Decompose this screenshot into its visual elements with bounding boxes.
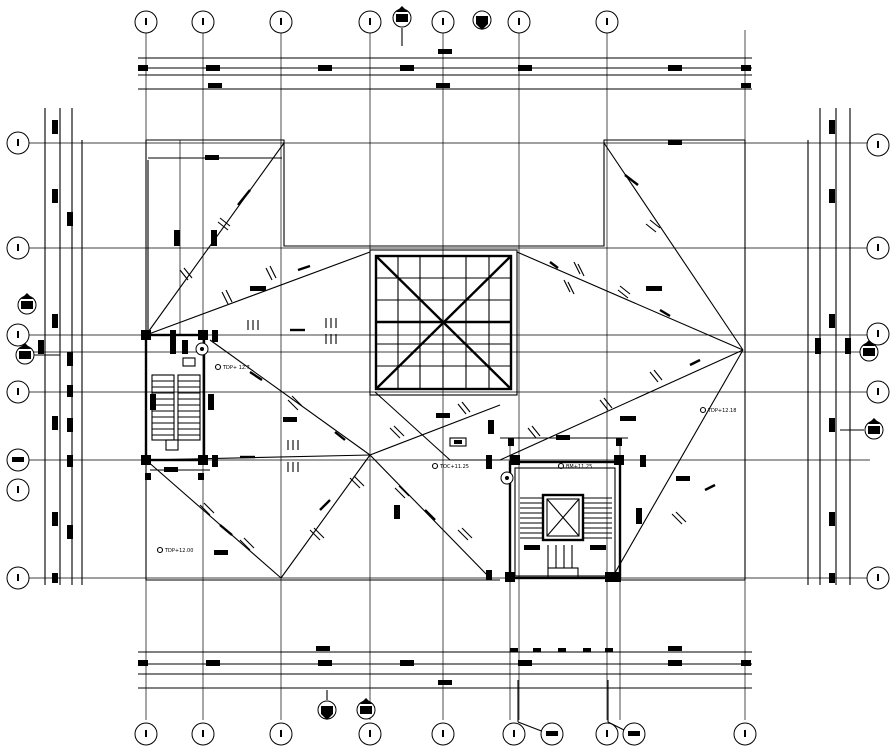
grid-bubbles-left [6,131,30,590]
level-label-tdp-left-lower: TDP+12.00 [164,548,193,554]
slope-hatch-marks [179,217,687,551]
roof-slope-lines [145,142,744,579]
right-lift-core [486,435,629,733]
section-marker-top-2 [472,10,492,30]
left-dimension-lines [38,108,83,585]
roof-outline [145,139,746,581]
grid-bubbles-top [134,10,619,34]
horizontal-grid-lines [28,142,870,579]
slope-arrows [219,174,716,536]
bottom-dimension-lines [138,646,752,689]
level-label-tdp-left-upper: TDP+ 12.7 [222,365,250,371]
section-marker-right-1 [859,340,879,362]
section-marker-left-1 [17,293,37,315]
grid-bubbles-right [866,133,890,590]
left-stair-core [141,330,218,480]
section-marker-left-2 [15,343,60,365]
level-labels: TDP+ 12.7 TDP+12.18 TOC+11.25 BM+11.25 T… [156,363,736,554]
section-marker-top-1 [392,6,412,46]
skylight-pyramid [369,249,518,396]
level-label-tdp-right: TDP+12.18 [707,408,736,414]
level-label-toc-center: TOC+11.25 [439,464,469,470]
level-label-bm-lift: BM+11.25 [566,464,592,470]
section-marker-bottom-2 [356,698,376,720]
vertical-grid-lines [145,30,746,720]
section-marker-right-2 [840,418,884,440]
right-dimension-lines [807,108,851,585]
section-markers [15,6,884,720]
top-dimension-lines [138,49,752,90]
grid-bubbles-bottom [134,722,757,746]
section-marker-bottom-1 [317,690,337,720]
structural-marks [174,140,690,555]
